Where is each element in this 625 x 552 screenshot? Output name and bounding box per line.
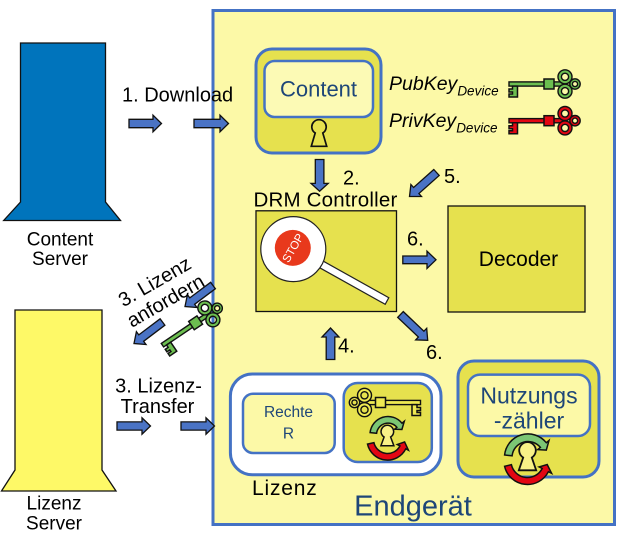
svg-text:Lizenz: Lizenz xyxy=(252,477,318,500)
svg-text:3. Lizenz-: 3. Lizenz- xyxy=(115,376,202,398)
svg-text:Content: Content xyxy=(280,77,357,102)
svg-text:Decoder: Decoder xyxy=(479,248,558,271)
svg-text:Nutzungs: Nutzungs xyxy=(480,382,577,408)
svg-text:R: R xyxy=(283,426,294,443)
svg-text:2.: 2. xyxy=(343,168,360,190)
svg-text:Transfer: Transfer xyxy=(121,396,195,418)
svg-text:6.: 6. xyxy=(407,229,424,251)
svg-text:4.: 4. xyxy=(338,336,355,358)
svg-text:6.: 6. xyxy=(426,342,443,364)
svg-text:Server: Server xyxy=(32,249,89,270)
svg-text:Content: Content xyxy=(27,229,94,250)
svg-text:-zähler: -zähler xyxy=(494,408,565,434)
svg-text:DRM Controller: DRM Controller xyxy=(253,189,397,212)
svg-text:5.: 5. xyxy=(444,166,461,188)
svg-text:Rechte: Rechte xyxy=(264,404,313,421)
svg-text:Endgerät: Endgerät xyxy=(354,491,472,523)
svg-text:1. Download: 1. Download xyxy=(122,85,233,107)
svg-text:Lizenz: Lizenz xyxy=(27,493,82,514)
svg-text:Server: Server xyxy=(26,514,83,535)
